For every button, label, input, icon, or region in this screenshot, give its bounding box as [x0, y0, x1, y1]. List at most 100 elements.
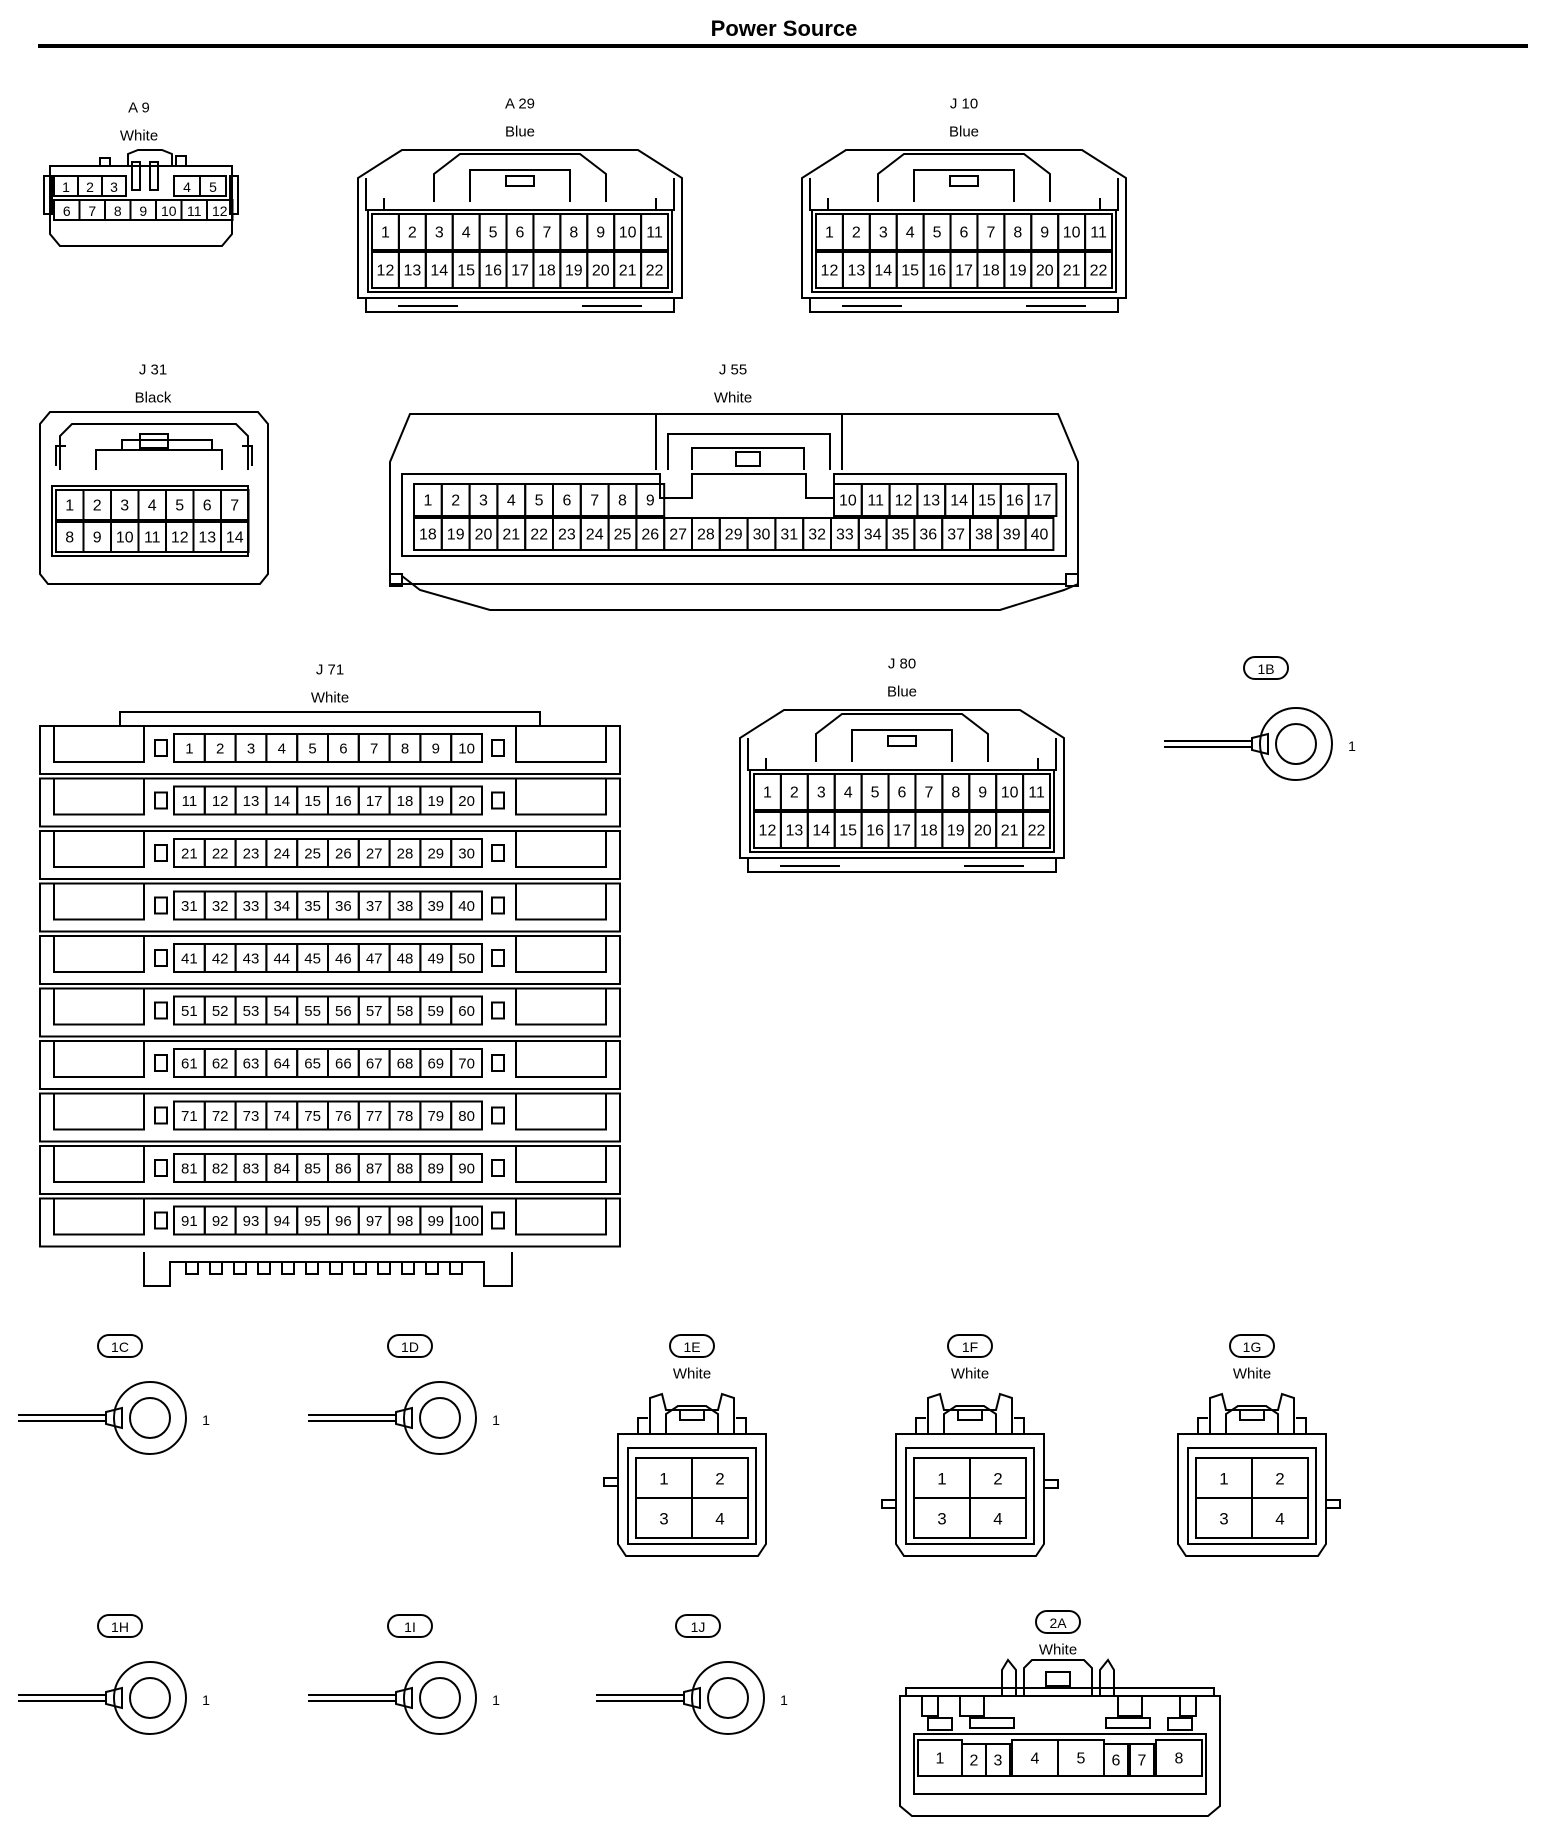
pin-16: 16: [484, 263, 502, 280]
connector-1c: 1C1: [18, 1334, 210, 1455]
pin-6: 6: [339, 741, 347, 758]
connector-color-label: Blue: [505, 124, 535, 141]
pin-17: 17: [893, 823, 911, 840]
pin-23: 23: [558, 527, 576, 544]
pin-9: 9: [432, 741, 440, 758]
pin-31: 31: [181, 898, 198, 915]
pin-16: 16: [928, 263, 946, 280]
pin-49: 49: [427, 951, 444, 968]
pin-16: 16: [1006, 493, 1024, 510]
pin-16: 16: [866, 823, 884, 840]
pin-1: 1: [763, 785, 772, 802]
pin-14: 14: [273, 793, 290, 810]
pin-13: 13: [243, 793, 260, 810]
connector-id-label: 1F: [962, 1339, 978, 1355]
pin-13: 13: [922, 493, 940, 510]
pin-43: 43: [243, 951, 260, 968]
pin-9: 9: [93, 530, 102, 547]
pin-9: 9: [646, 493, 655, 510]
pin-7: 7: [986, 225, 995, 242]
connector-color-label: White: [1039, 1642, 1077, 1659]
pin-18: 18: [419, 527, 437, 544]
pin-76: 76: [335, 1108, 352, 1125]
pin-34: 34: [864, 527, 882, 544]
pin-54: 54: [273, 1003, 290, 1020]
pin-94: 94: [273, 1213, 290, 1230]
pin-1: 1: [936, 1751, 945, 1768]
pin-96: 96: [335, 1213, 352, 1230]
pin-23: 23: [243, 846, 260, 863]
pin-92: 92: [212, 1213, 229, 1230]
connector-id-label: J 80: [888, 656, 916, 673]
pin-22: 22: [1028, 823, 1046, 840]
pin-11: 11: [144, 530, 161, 547]
pin-1: 1: [381, 225, 390, 242]
pin-19: 19: [947, 823, 965, 840]
pin-11: 11: [867, 493, 884, 510]
pin-21: 21: [1001, 823, 1019, 840]
connector-1h: 1H1: [18, 1614, 210, 1735]
pin-9: 9: [139, 203, 147, 219]
pin-1: 1: [780, 1692, 788, 1708]
connector-id-label: A 29: [505, 96, 535, 113]
pin-52: 52: [212, 1003, 229, 1020]
pin-30: 30: [753, 527, 771, 544]
pin-4: 4: [1275, 1510, 1284, 1529]
pin-21: 21: [1063, 263, 1081, 280]
pin-1: 1: [825, 225, 834, 242]
pin-57: 57: [366, 1003, 383, 1020]
pin-24: 24: [586, 527, 604, 544]
connector-color-label: White: [951, 1366, 989, 1383]
pin-79: 79: [427, 1108, 444, 1125]
pin-6: 6: [1112, 1753, 1121, 1770]
pin-8: 8: [1175, 1751, 1184, 1768]
connector-id-label: 1E: [683, 1339, 700, 1355]
pin-3: 3: [247, 741, 255, 758]
pin-22: 22: [646, 263, 664, 280]
pin-20: 20: [974, 823, 992, 840]
pin-3: 3: [937, 1510, 946, 1529]
pin-15: 15: [978, 493, 996, 510]
pin-5: 5: [871, 785, 880, 802]
pin-35: 35: [892, 527, 910, 544]
pin-20: 20: [475, 527, 493, 544]
pin-5: 5: [933, 225, 942, 242]
pin-4: 4: [715, 1510, 724, 1529]
pin-1: 1: [1219, 1470, 1228, 1489]
pin-7: 7: [1138, 1753, 1147, 1770]
pin-3: 3: [817, 785, 826, 802]
pin-8: 8: [569, 225, 578, 242]
pin-12: 12: [171, 530, 189, 547]
pin-6: 6: [203, 498, 212, 515]
pin-51: 51: [181, 1003, 198, 1020]
pin-1: 1: [492, 1412, 500, 1428]
pin-8: 8: [1013, 225, 1022, 242]
pin-19: 19: [427, 793, 444, 810]
pin-27: 27: [366, 846, 383, 863]
pin-72: 72: [212, 1108, 229, 1125]
pin-18: 18: [538, 263, 556, 280]
pin-16: 16: [335, 793, 352, 810]
pin-6: 6: [63, 203, 71, 219]
pin-10: 10: [161, 203, 177, 219]
pin-8: 8: [951, 785, 960, 802]
connector-color-label: White: [120, 128, 158, 145]
pin-13: 13: [403, 263, 421, 280]
pin-68: 68: [397, 1056, 414, 1073]
pin-11: 11: [187, 203, 202, 219]
pin-2: 2: [408, 225, 417, 242]
pin-44: 44: [273, 951, 290, 968]
pin-14: 14: [874, 263, 892, 280]
pin-13: 13: [198, 530, 216, 547]
pin-25: 25: [614, 527, 632, 544]
pin-5: 5: [175, 498, 184, 515]
pin-20: 20: [1036, 263, 1054, 280]
pin-4: 4: [844, 785, 853, 802]
pin-62: 62: [212, 1056, 229, 1073]
pin-69: 69: [427, 1056, 444, 1073]
pin-12: 12: [212, 793, 229, 810]
